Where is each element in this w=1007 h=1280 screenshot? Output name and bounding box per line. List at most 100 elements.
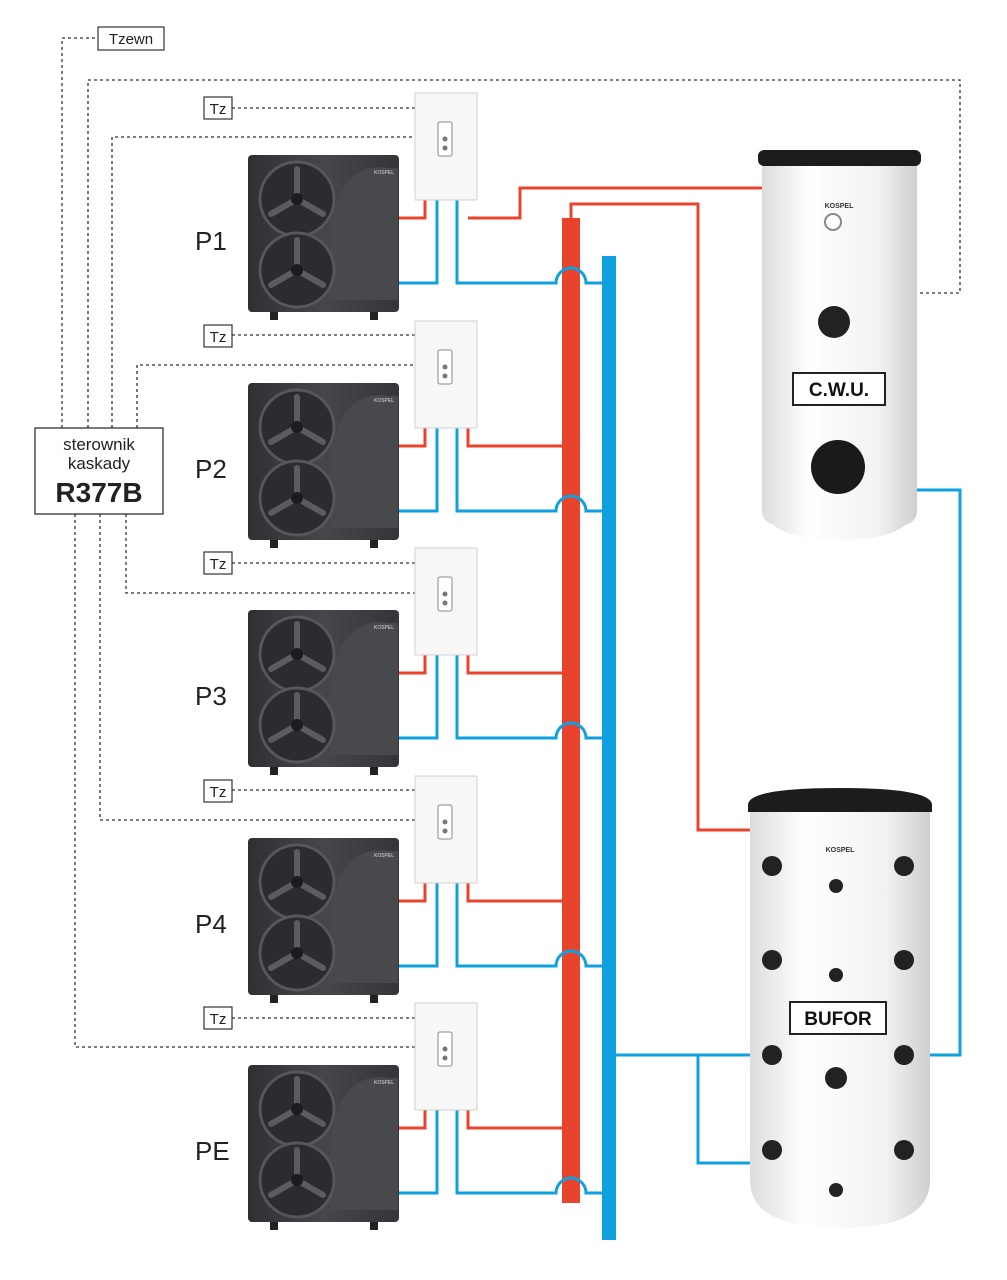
wire-outdoor-sensor (61, 37, 98, 428)
fan-hub (291, 492, 303, 504)
thermometer-gauge (824, 213, 842, 231)
buffer-tank-bottom (750, 1180, 930, 1228)
zone-sensor-box (203, 324, 233, 348)
unit-label: PE (195, 1136, 230, 1166)
unit-label: P2 (195, 454, 227, 484)
zone-sensor-label: Tz (210, 556, 227, 573)
pipe-dhw-supply (468, 186, 762, 220)
outdoor-unit-side-panel (330, 1077, 398, 1210)
zone-sensor-box (203, 779, 233, 803)
unit-return-in (399, 883, 439, 968)
dhw-port-upper (818, 306, 850, 338)
unit-supply-in (399, 883, 427, 903)
fan-hub (291, 421, 303, 433)
buffer-tank-body (750, 795, 930, 1197)
unit-brand: KOSPEL (374, 853, 394, 859)
hydro-knob (442, 136, 448, 142)
outdoor-sensor: Tzewn (97, 26, 165, 51)
outdoor-unit-foot (370, 767, 378, 775)
wire-dhw-sensor (87, 79, 961, 428)
hydro-knob (442, 591, 448, 597)
controller-label-line2: kaskady (68, 454, 131, 473)
pipe-buffer-return (696, 1055, 750, 1165)
hydro-knob (442, 1055, 448, 1061)
cascade-controller: sterownik kaskady R377B (34, 427, 164, 515)
unit-return-in (399, 428, 439, 513)
hydro-knob (442, 145, 448, 151)
outdoor-unit-foot (270, 767, 278, 775)
outdoor-unit-foot (270, 540, 278, 548)
zone-sensor-label: Tz (210, 784, 227, 801)
buffer-tank-label-box (789, 1001, 887, 1035)
fan-hub (291, 1103, 303, 1115)
unit-supply-out (466, 428, 562, 448)
outdoor-sensor-label: Tzewn (109, 31, 153, 48)
heat-pump-units: TzKOSPELP1TzKOSPELP2TzKOSPELP3TzKOSPELP4… (195, 92, 602, 1230)
unit-supply-in (399, 1110, 427, 1130)
dhw-tank: KOSPEL C.W.U. (758, 150, 921, 540)
buffer-tank-label: BUFOR (804, 1009, 872, 1030)
dhw-port-lower (811, 440, 865, 494)
outdoor-unit-side-panel (330, 850, 398, 983)
wire-controller-unit-3 (125, 514, 415, 594)
outdoor-unit-side-panel (330, 395, 398, 528)
dhw-tank-label: C.W.U. (809, 380, 869, 401)
unit-label: P3 (195, 681, 227, 711)
hydro-knob (442, 373, 448, 379)
unit-return-in (399, 655, 439, 740)
outdoor-unit-foot (370, 995, 378, 1003)
fan-hub (291, 648, 303, 660)
fan-hub (291, 193, 303, 205)
unit-supply-in (399, 200, 427, 220)
unit-label: P1 (195, 226, 227, 256)
unit-return-out (455, 1110, 602, 1195)
buffer-ports (762, 856, 914, 1197)
wire-controller-unit-2 (136, 364, 415, 428)
hydro-knob (442, 819, 448, 825)
unit-label: P4 (195, 909, 227, 939)
fan-hub (291, 719, 303, 731)
zone-sensor-label: Tz (210, 1011, 227, 1028)
controller-model: R377B (55, 477, 142, 508)
controller-label-line1: sterownik (63, 435, 135, 454)
zone-sensor-box (203, 551, 233, 575)
outdoor-unit-foot (270, 312, 278, 320)
buffer-tank: KOSPEL BUFOR (748, 788, 932, 1228)
wire-controller-unit-4 (99, 514, 415, 821)
supply-header-pipe (562, 218, 580, 1203)
fan-hub (291, 1174, 303, 1186)
zone-sensor-box (203, 1006, 233, 1030)
buffer-tank-cap (748, 788, 932, 812)
outdoor-unit-side-panel (330, 167, 398, 300)
hydro-knob (442, 364, 448, 370)
unit-return-out (455, 655, 602, 740)
unit-brand: KOSPEL (374, 625, 394, 631)
dhw-tank-cap (758, 150, 921, 166)
unit-return-out (455, 200, 602, 285)
unit-brand: KOSPEL (374, 1080, 394, 1086)
zone-sensor-label: Tz (210, 101, 227, 118)
hydro-knob (442, 1046, 448, 1052)
outdoor-unit-foot (370, 312, 378, 320)
dhw-tank-brand: KOSPEL (825, 203, 855, 210)
hydro-knob (442, 828, 448, 834)
unit-supply-out (466, 1110, 562, 1130)
unit-brand: KOSPEL (374, 398, 394, 404)
unit-return-in (399, 200, 439, 285)
zone-sensor-box (203, 96, 233, 120)
outdoor-unit-foot (270, 1222, 278, 1230)
unit-supply-in (399, 428, 427, 448)
zone-sensor-label: Tz (210, 329, 227, 346)
fan-hub (291, 264, 303, 276)
fan-hub (291, 876, 303, 888)
fan-hub (291, 947, 303, 959)
outdoor-unit-foot (370, 1222, 378, 1230)
buffer-tank-brand: KOSPEL (826, 847, 856, 854)
hydro-knob (442, 600, 448, 606)
